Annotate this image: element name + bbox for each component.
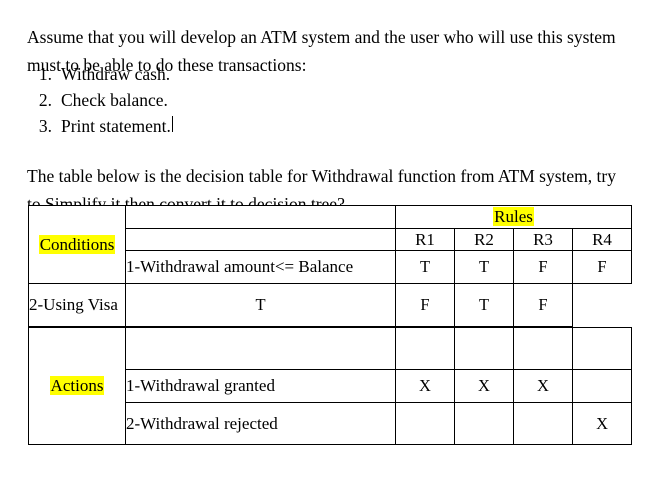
- table-row-actions-spacer: Actions: [28, 326, 633, 445]
- action-1-r4: [571, 369, 633, 403]
- action-2-label: 2-Withdrawal rejected: [125, 402, 396, 445]
- rule-column-header-r1: R1: [395, 228, 455, 251]
- empty-label-cell: [125, 205, 396, 229]
- spacer-r1: [395, 326, 455, 370]
- condition-1-r4: F: [571, 250, 633, 284]
- table-row-rules-header: Conditions Rules: [28, 205, 633, 284]
- group-cell-conditions: Conditions: [28, 205, 126, 284]
- condition-1-label: 1-Withdrawal amount<= Balance: [125, 250, 396, 284]
- rule-column-header-r3: R3: [513, 228, 573, 251]
- action-1-r1: X: [395, 369, 455, 403]
- actions-label: Actions: [49, 376, 105, 395]
- spacer-r4: [571, 326, 633, 370]
- condition-1-r1: T: [395, 250, 455, 284]
- list-item-label: Withdraw cash.: [61, 64, 171, 84]
- condition-1-r3: F: [513, 250, 573, 284]
- action-1-r3: X: [513, 369, 573, 403]
- spacer-r3: [513, 326, 573, 370]
- table-row-condition-1: 1-Withdrawal amount<= Balance T T F F: [29, 250, 633, 284]
- list-item-label: Check balance.: [61, 90, 168, 110]
- condition-2-r1: T: [125, 283, 396, 328]
- group-cell-actions: Actions: [28, 326, 126, 445]
- list-item: 2. Check balance.: [27, 87, 427, 113]
- list-item: 1. Withdraw cash.: [27, 61, 427, 87]
- rules-header-cell: Rules: [394, 205, 633, 229]
- decision-table: Conditions Rules R1 R2 R3 R4: [28, 205, 633, 445]
- condition-2-r4: F: [513, 283, 573, 328]
- list-item-number: 1.: [38, 64, 52, 84]
- empty-label-cell: [125, 228, 396, 251]
- list-item: 3. Print statement.: [27, 113, 427, 139]
- condition-2-label: 2-Using Visa: [28, 283, 126, 328]
- action-2-r2: [454, 402, 514, 445]
- action-2-r3: [513, 402, 573, 445]
- empty-label-cell: [125, 326, 396, 370]
- rule-column-header-r4: R4: [571, 228, 633, 251]
- list-item-number: 3.: [38, 116, 52, 136]
- table-row-action-2: 2-Withdrawal rejected X: [29, 402, 633, 445]
- text-caret: [171, 116, 173, 132]
- transactions-list: 1. Withdraw cash. 2. Check balance. 3. P…: [27, 61, 427, 139]
- intro-paragraph: Assume that you will develop an ATM syst…: [27, 26, 616, 75]
- table-row-action-1: 1-Withdrawal granted X X X: [29, 369, 633, 403]
- rules-header-label: Rules: [493, 207, 534, 226]
- condition-1-r2: T: [454, 250, 514, 284]
- action-1-r2: X: [454, 369, 514, 403]
- condition-2-r3: T: [454, 283, 514, 328]
- action-2-r4: X: [571, 402, 633, 445]
- table-row-condition-2: 2-Using Visa T F T F: [28, 283, 632, 328]
- list-item-label: Print statement.: [61, 116, 171, 136]
- conditions-label: Conditions: [38, 234, 116, 254]
- rule-column-header-r2: R2: [454, 228, 514, 251]
- spacer-r2: [454, 326, 514, 370]
- condition-2-r2: F: [395, 283, 455, 328]
- action-2-r1: [395, 402, 455, 445]
- list-item-number: 2.: [38, 90, 52, 110]
- action-1-label: 1-Withdrawal granted: [125, 369, 396, 403]
- decision-table-container: Conditions Rules R1 R2 R3 R4: [28, 205, 633, 445]
